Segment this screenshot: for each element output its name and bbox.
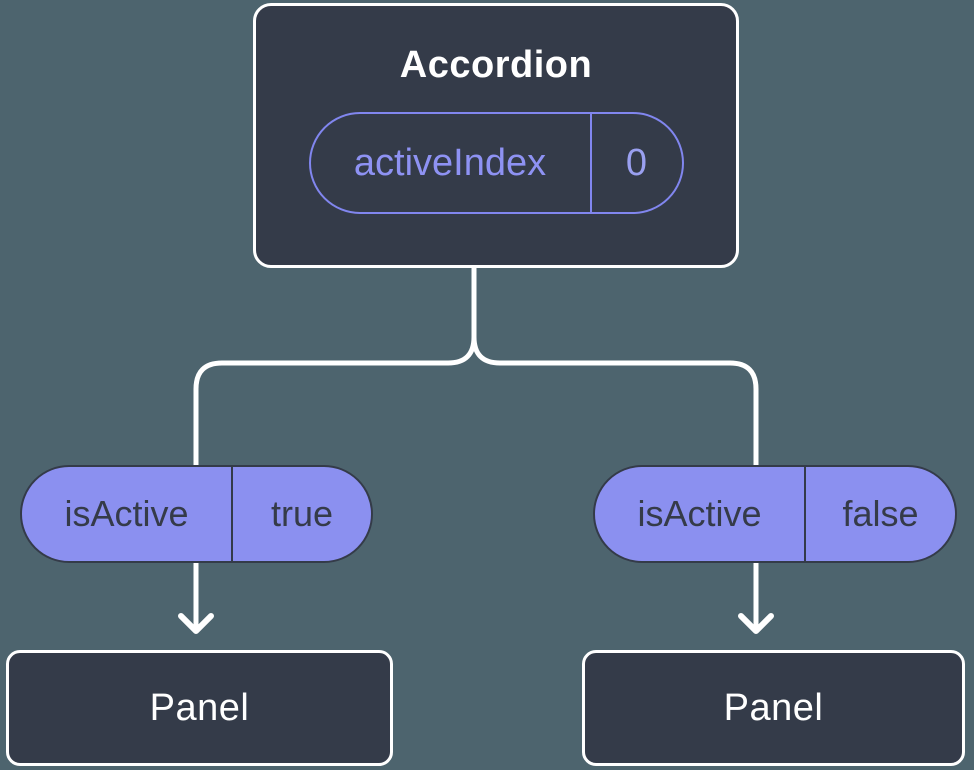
prop-name-label: isActive (64, 493, 189, 534)
prop-name-label: isActive (637, 493, 762, 534)
pill-divider (231, 467, 233, 561)
branch-line-right (471, 263, 759, 630)
prop-value-label: false (842, 493, 919, 534)
is-active-pill-right: isActive false (593, 465, 957, 563)
prop-value-label: 0 (625, 141, 648, 184)
prop-value-label: true (270, 493, 334, 534)
panel-label: Panel (723, 686, 824, 729)
accordion-node: Accordion activeIndex 0 (253, 3, 739, 268)
prop-name-label: activeIndex (353, 141, 547, 184)
panel-label: Panel (149, 686, 250, 729)
panel-node-right: Panel (582, 650, 965, 766)
down-arrow-right-icon (738, 613, 774, 634)
pill-divider (804, 467, 806, 561)
is-active-pill-left: isActive true (20, 465, 373, 563)
active-index-pill: activeIndex 0 (308, 112, 684, 214)
accordion-title: Accordion (399, 44, 593, 86)
panel-node-left: Panel (6, 650, 393, 766)
branch-line-left (193, 263, 477, 630)
pill-divider (589, 114, 592, 212)
down-arrow-left-icon (178, 613, 214, 634)
